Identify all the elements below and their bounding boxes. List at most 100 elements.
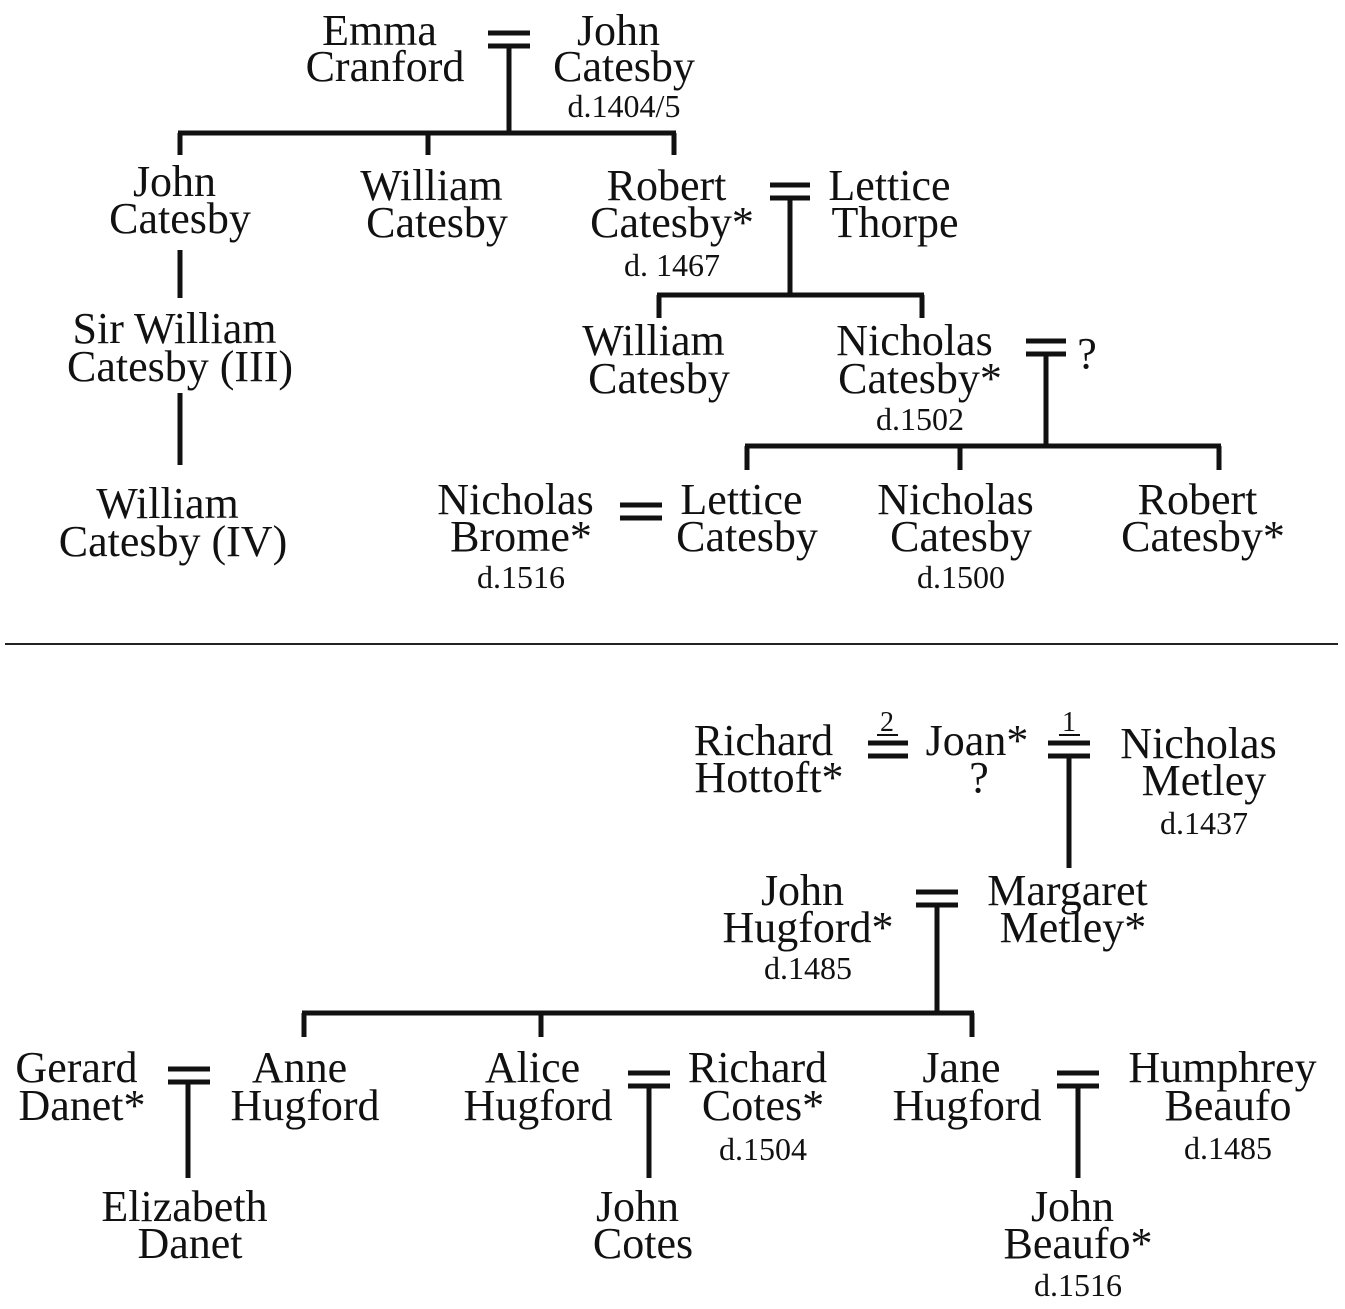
name-line: John: [761, 866, 844, 915]
person-name: Lettice Thorpe: [828, 161, 961, 247]
person-name: Alice Hugford: [463, 1043, 612, 1130]
person-dates: d.1516: [1034, 1267, 1122, 1303]
person-name: Elizabeth Danet: [101, 1182, 278, 1268]
person-name: Lettice Catesby: [676, 475, 818, 561]
marriage-nicholas-unknown: [1026, 338, 1066, 446]
person-name: John Catesby: [109, 157, 251, 243]
name-line: Catesby: [890, 512, 1032, 561]
person-name: William Catesby: [582, 316, 735, 403]
person-name: William Catesby: [360, 161, 513, 247]
person-name: Robert Catesby*: [590, 161, 754, 247]
marriage-hugford-metley: [916, 889, 958, 1013]
marriage-hottoft-joan: 2: [868, 707, 908, 759]
name-line: Alice: [485, 1043, 580, 1092]
person-name: Richard Hottoft*: [694, 716, 844, 802]
marriage-order: 2: [880, 707, 894, 738]
hugford-tree: Richard Hottoft* 2 Joan* ? 1 Nicholas Me…: [15, 707, 1327, 1303]
person-name: Robert Catesby*: [1121, 475, 1285, 561]
name-line: William: [360, 161, 502, 210]
catesby-tree: Emma Cranford John Catesby d.1404/5 John…: [59, 6, 1285, 595]
name-line: Beaufo*: [1003, 1219, 1152, 1268]
name-line: Cotes: [593, 1219, 693, 1268]
name-line: Catesby*: [590, 198, 754, 247]
name-line: Hugford: [892, 1081, 1041, 1130]
name-line: Catesby (III): [67, 342, 293, 391]
name-line: Emma: [322, 6, 437, 55]
name-line: John: [596, 1182, 679, 1231]
name-line: Catesby: [553, 42, 695, 91]
person-dates: d.1485: [1184, 1130, 1272, 1166]
name-line: William: [582, 316, 724, 365]
name-line: Catesby: [109, 194, 251, 243]
marriage-hugford-cotes: [628, 1070, 670, 1178]
name-line: Danet*: [18, 1081, 145, 1130]
person-dates: d.1437: [1160, 805, 1248, 841]
name-line: Hugford*: [722, 903, 893, 952]
name-line: Thorpe: [831, 198, 958, 247]
person-name: Gerard Danet*: [15, 1043, 148, 1130]
name-line: Jane: [922, 1043, 1000, 1092]
marriage-robert-lettice: [770, 182, 810, 295]
name-line: Brome*: [450, 512, 592, 561]
person-name: John Cotes: [593, 1182, 693, 1268]
name-line: Robert: [607, 161, 727, 210]
person-dates: d.1502: [876, 401, 964, 437]
person-name: Anne Hugford: [230, 1043, 379, 1130]
person-name: Jane Hugford: [892, 1043, 1041, 1130]
name-line: Catesby: [588, 354, 730, 403]
person-name: Nicholas Brome*: [437, 475, 604, 561]
person-name: Sir William Catesby (III): [67, 304, 293, 391]
name-line: Catesby*: [838, 354, 1002, 403]
name-line: John: [577, 6, 660, 55]
marriage-joan-metley: 1: [1048, 707, 1090, 868]
person-name: Humphrey Beaufo: [1128, 1043, 1327, 1130]
name-line: Danet: [137, 1219, 242, 1268]
name-line: Beaufo: [1164, 1081, 1291, 1130]
name-line: Cranford: [306, 42, 465, 91]
person-dates: d.1500: [917, 559, 1005, 595]
name-line: Nicholas: [437, 475, 593, 524]
name-line: Nicholas: [836, 316, 992, 365]
person-name: Nicholas Catesby: [877, 475, 1044, 561]
name-line: Richard: [694, 716, 833, 765]
name-line: Lettice: [680, 475, 802, 524]
person-name: John Beaufo*: [1003, 1182, 1152, 1268]
person-dates: d. 1467: [624, 247, 720, 283]
name-line: Hottoft*: [694, 753, 843, 802]
name-line: William: [96, 479, 238, 528]
name-line: Cotes*: [702, 1081, 824, 1130]
person-dates: d.1504: [719, 1131, 807, 1167]
person-name: Emma Cranford: [306, 6, 465, 91]
name-line: Metley: [1142, 756, 1267, 805]
name-line: Richard: [688, 1043, 827, 1092]
name-line: John: [1031, 1182, 1114, 1231]
name-line: Anne: [252, 1043, 347, 1092]
name-line: Metley*: [1000, 903, 1147, 952]
person-name: John Catesby: [553, 6, 695, 91]
marriage-emma-john: [488, 30, 530, 133]
person-name: Richard Cotes*: [688, 1043, 838, 1130]
marriage-brome-lettice: [620, 502, 662, 521]
name-line: Catesby: [676, 512, 818, 561]
marriage-danet-hugford: [168, 1066, 210, 1178]
person-name: William Catesby (IV): [59, 479, 288, 566]
marriage-hugford-beaufo: [1057, 1070, 1099, 1178]
marriage-order: 1: [1062, 707, 1076, 738]
name-line: Elizabeth: [101, 1182, 267, 1231]
person-dates: d.1485: [764, 950, 852, 986]
name-line: Sir William: [73, 304, 277, 353]
name-line: Catesby (IV): [59, 517, 288, 566]
name-line: Robert: [1138, 475, 1258, 524]
person-name: Nicholas Catesby*: [836, 316, 1003, 403]
name-line: Lettice: [828, 161, 950, 210]
name-line: John: [133, 157, 216, 206]
person-dates: d.1516: [477, 559, 565, 595]
name-line: Nicholas: [1120, 719, 1276, 768]
name-line: Hugford: [463, 1081, 612, 1130]
person-name: John Hugford*: [722, 866, 893, 952]
name-line: Humphrey: [1128, 1043, 1316, 1092]
unknown-spouse: ?: [1077, 329, 1097, 378]
name-line: Catesby*: [1121, 512, 1285, 561]
name-line: Nicholas: [877, 475, 1033, 524]
